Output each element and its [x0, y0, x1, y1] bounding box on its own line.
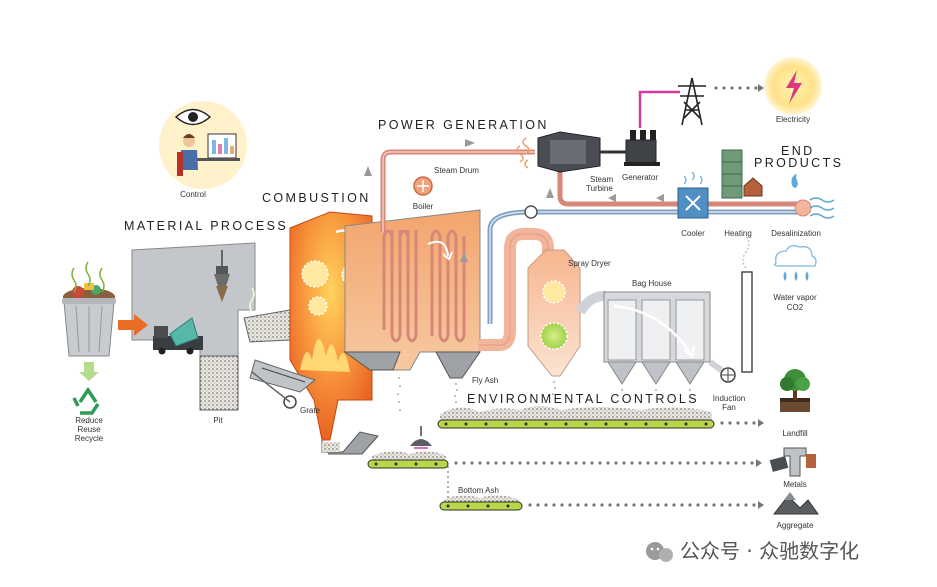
pump: [524, 205, 538, 219]
control-operator: [177, 133, 240, 176]
input-arrow: [118, 314, 148, 336]
steam-drum-cross: [417, 180, 429, 192]
bag-house: [603, 291, 711, 385]
end-products-title-2: PRODUCTS: [754, 156, 843, 170]
falling-ash: [397, 377, 691, 411]
turbine-exhaust-pipe: [557, 170, 800, 207]
material-process-title: MATERIAL PROCESS: [124, 219, 288, 233]
fly-ash-conveyor: [437, 406, 715, 429]
odor-lines: [71, 261, 105, 293]
reduce-label: Reduce: [75, 416, 103, 425]
aggregate-pile: [772, 492, 819, 515]
metals-dots: [454, 459, 762, 467]
grate-label: Grate: [300, 406, 321, 415]
desalinization-label: Desalinization: [771, 229, 821, 238]
metals-label: Metals: [783, 480, 807, 489]
co2-label: CO2: [787, 303, 804, 312]
stack: [741, 271, 753, 373]
aggregate-dots: [528, 501, 764, 509]
water-vapor-label: Water vapor: [773, 293, 817, 302]
environmental-controls-title: ENVIRONMENTAL CONTROLS: [467, 392, 699, 406]
magnet-icon: [769, 447, 816, 477]
feed-hopper: [243, 309, 291, 343]
duct-to-baghouse: [575, 291, 606, 315]
steam-pipe-red-inner: [382, 151, 535, 232]
stack-smoke: [742, 235, 750, 269]
magnet-separator: [410, 426, 432, 449]
electricity-label: Electricity: [776, 115, 810, 124]
generator-label: Generator: [622, 173, 658, 182]
recycle-label: Recycle: [75, 434, 104, 443]
pit-label: Pit: [213, 416, 223, 425]
induction-fan-label-1: Induction: [713, 394, 745, 403]
watermark: 公众号 · 众驰数字化: [646, 539, 859, 563]
recycle-icon: [72, 386, 100, 415]
spray-dryer-label: Spray Dryer: [568, 259, 611, 268]
heating-label: Heating: [724, 229, 752, 238]
fly-ash-label: Fly Ash: [472, 376, 498, 385]
grate: [249, 359, 317, 409]
power-generation-title: POWER GENERATION: [378, 118, 549, 132]
steam-drum-label: Steam Drum: [434, 166, 479, 175]
boiler-label: Boiler: [413, 202, 434, 211]
induction-fan-blades: [722, 369, 734, 381]
ash-chute: [321, 431, 379, 455]
aggregate-label: Aggregate: [777, 521, 814, 530]
power-line: [638, 90, 680, 128]
steam-turbine: [537, 131, 628, 173]
bag-house-label: Bag House: [632, 279, 672, 288]
transmission-tower-icon: [678, 77, 706, 126]
desalinization: [791, 174, 835, 219]
cooler: [677, 171, 709, 219]
heating: [721, 149, 763, 199]
flames: [300, 338, 350, 372]
down-arrow-green: [79, 362, 99, 381]
air-arrows: [249, 280, 271, 313]
tree-icon: [780, 369, 810, 412]
steam-turbine-label-2: Turbine: [586, 184, 613, 193]
boiler: [344, 209, 481, 371]
flow-arrows: [364, 139, 664, 262]
crane-claw: [214, 250, 230, 302]
electricity-dots: [714, 86, 758, 90]
landfill-label: Landfill: [782, 429, 808, 438]
spray-dryer-glow: [542, 280, 566, 304]
flue-duct-edge: [478, 233, 549, 346]
bottom-ash-label: Bottom Ash: [458, 486, 499, 495]
watermark-text: 公众号 · 众驰数字化: [680, 539, 859, 563]
bottom-ash-conveyor: [439, 495, 523, 511]
duct-to-fan: [708, 359, 726, 375]
trash-can: [62, 283, 116, 357]
end-products-title-1: END: [781, 144, 815, 158]
cloud-icon: [774, 245, 817, 281]
boiler-hopper: [343, 351, 401, 371]
landfill-dots: [720, 419, 764, 427]
combustion-title: COMBUSTION: [262, 191, 371, 205]
electricity-arrow: [758, 84, 764, 92]
reuse-label: Reuse: [77, 425, 101, 434]
eye-icon: [174, 108, 212, 126]
pit: [199, 355, 239, 411]
cooler-label: Cooler: [681, 229, 705, 238]
steam-puffs: [516, 137, 530, 169]
boiler-coils: [382, 229, 466, 343]
spray-dryer: [527, 249, 581, 377]
metals-conveyor: [367, 451, 449, 469]
control-label: Control: [180, 190, 206, 199]
boiler-hopper-2: [435, 351, 481, 379]
induction-fan-label-2: Fan: [722, 403, 736, 412]
lightning-icon: [786, 70, 802, 104]
steam-turbine-label-1: Steam: [590, 175, 613, 184]
boiler-swirl: [427, 240, 453, 261]
garbage-truck: [153, 317, 203, 355]
generator: [624, 130, 660, 166]
spray-dryer-green: [540, 322, 568, 350]
